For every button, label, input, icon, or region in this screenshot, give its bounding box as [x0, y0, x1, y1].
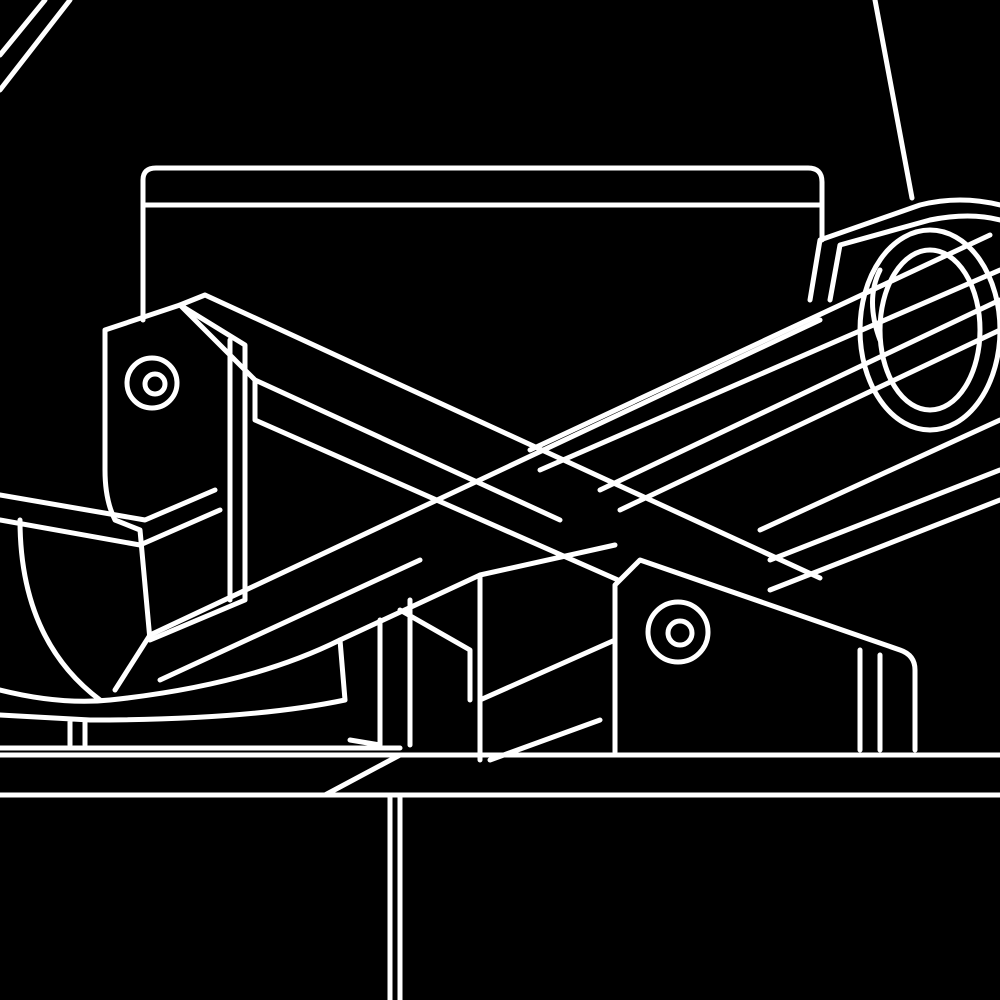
base-curve — [0, 637, 348, 748]
roller-hook — [870, 267, 883, 343]
top-left-strut — [0, 0, 73, 93]
diagonal-bar — [177, 292, 823, 583]
right-bolt-inner — [665, 618, 695, 648]
crossing-bar — [112, 232, 1000, 693]
right-rod — [872, 0, 915, 201]
back-housing — [140, 165, 825, 323]
roller — [857, 227, 1000, 433]
left-bolt — [124, 355, 180, 411]
ground — [0, 745, 1000, 1000]
left-bracket — [102, 302, 248, 643]
center-channel — [337, 542, 618, 763]
right-bracket — [612, 557, 918, 755]
roller-housing — [807, 197, 1000, 303]
left-bolt-inner — [142, 371, 168, 397]
roller-inner — [877, 247, 983, 413]
right-bolt — [645, 599, 711, 665]
